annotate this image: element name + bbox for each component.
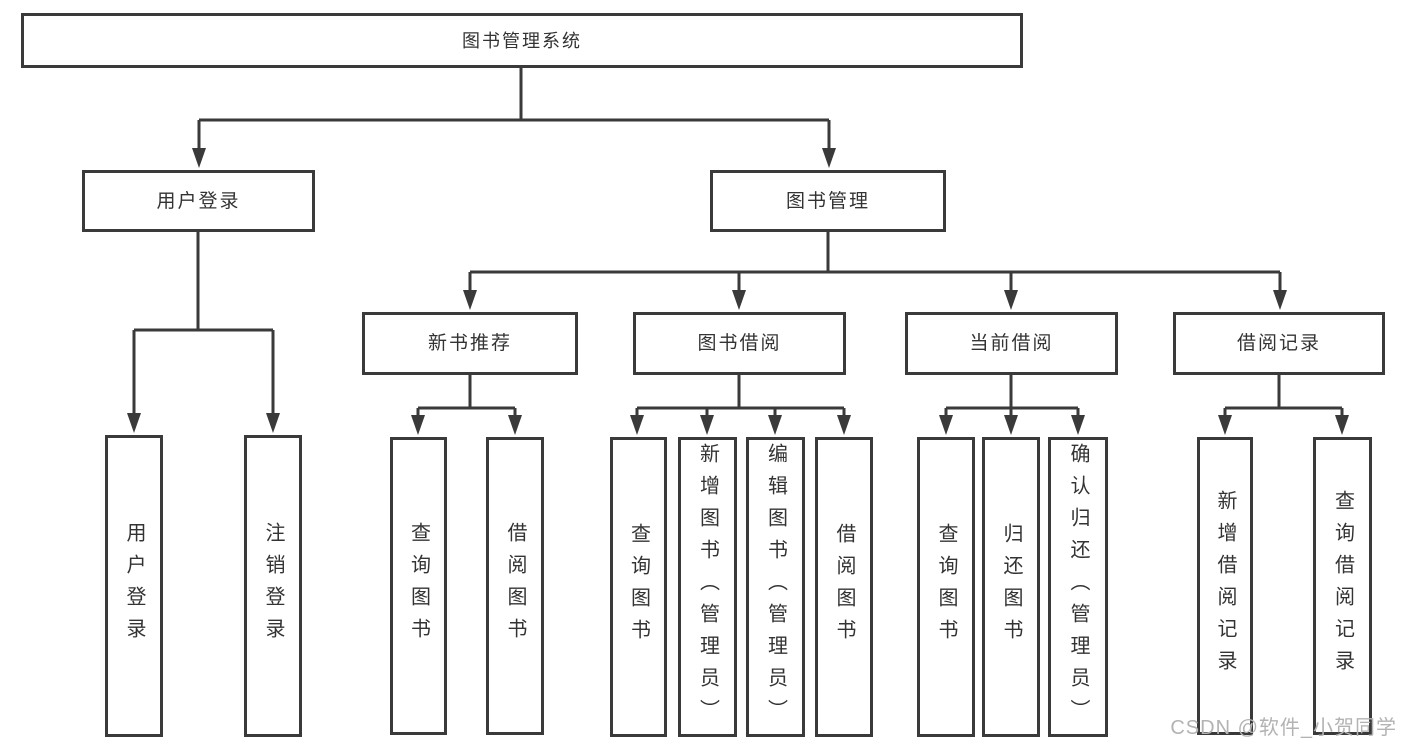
leaf-cb-return-books-label: 归还图书 (1000, 523, 1022, 651)
leaf-nbr-query-books-label: 查询图书 (407, 522, 430, 650)
leaf-cb-query-books-label: 查询图书 (935, 523, 957, 651)
leaf-bb-edit-books-admin: 编辑图书（管理员） (746, 437, 805, 737)
node-book-borrow: 图书借阅 (633, 312, 846, 375)
node-user-login-label: 用户登录 (156, 190, 241, 212)
node-new-book-recommend-label: 新书推荐 (427, 333, 512, 354)
node-root-label: 图书管理系统 (462, 30, 582, 51)
leaf-logout: 注销登录 (244, 435, 302, 737)
node-book-management: 图书管理 (710, 170, 946, 232)
csdn-watermark: CSDN @软件_小贺同学 (1170, 717, 1397, 739)
leaf-bb-query-books-label: 查询图书 (627, 523, 650, 651)
leaf-bb-query-books: 查询图书 (610, 437, 667, 737)
leaf-cb-query-books: 查询图书 (917, 437, 975, 737)
node-current-borrow: 当前借阅 (905, 312, 1118, 375)
node-user-login: 用户登录 (82, 170, 315, 232)
leaf-logout-label: 注销登录 (262, 522, 284, 650)
leaf-user-login-label: 用户登录 (123, 522, 145, 650)
leaf-cb-confirm-return-admin-label: 确认归还（管理员） (1067, 443, 1089, 731)
leaf-cb-return-books: 归还图书 (982, 437, 1040, 737)
leaf-bb-borrow-books: 借阅图书 (815, 437, 873, 737)
leaf-nbr-borrow-books-label: 借阅图书 (504, 522, 526, 650)
leaf-br-add-record-label: 新增借阅记录 (1214, 490, 1236, 682)
node-borrow-records-label: 借阅记录 (1236, 333, 1321, 354)
leaf-bb-add-books-admin-label: 新增图书（管理员） (696, 443, 719, 731)
leaf-br-query-record: 查询借阅记录 (1313, 437, 1372, 735)
leaf-nbr-query-books: 查询图书 (390, 437, 447, 735)
node-book-borrow-label: 图书借阅 (697, 333, 782, 354)
leaf-bb-borrow-books-label: 借阅图书 (833, 523, 855, 651)
node-borrow-records: 借阅记录 (1173, 312, 1385, 375)
leaf-bb-add-books-admin: 新增图书（管理员） (678, 437, 737, 737)
leaf-bb-edit-books-admin-label: 编辑图书（管理员） (764, 443, 787, 731)
leaf-cb-confirm-return-admin: 确认归还（管理员） (1048, 437, 1108, 737)
node-current-borrow-label: 当前借阅 (969, 333, 1054, 354)
leaf-br-query-record-label: 查询借阅记录 (1331, 490, 1354, 682)
node-new-book-recommend: 新书推荐 (362, 312, 578, 375)
leaf-br-add-record: 新增借阅记录 (1197, 437, 1253, 735)
leaf-user-login: 用户登录 (105, 435, 163, 737)
node-root: 图书管理系统 (21, 13, 1023, 68)
leaf-nbr-borrow-books: 借阅图书 (486, 437, 544, 735)
node-book-management-label: 图书管理 (785, 190, 870, 212)
